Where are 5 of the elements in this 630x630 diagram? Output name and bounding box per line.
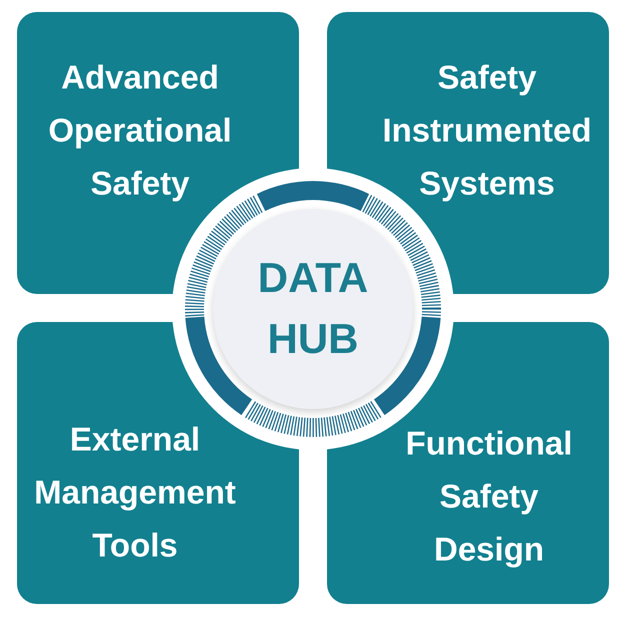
section-title: External Management Tools [33, 420, 237, 566]
section-title: Safety Instrumented Systems [381, 58, 593, 204]
section-title: Advanced Operational Safety [47, 58, 233, 204]
section-title: Functional Safety Design [404, 424, 574, 570]
hub-title: DATA HUB [256, 253, 370, 364]
